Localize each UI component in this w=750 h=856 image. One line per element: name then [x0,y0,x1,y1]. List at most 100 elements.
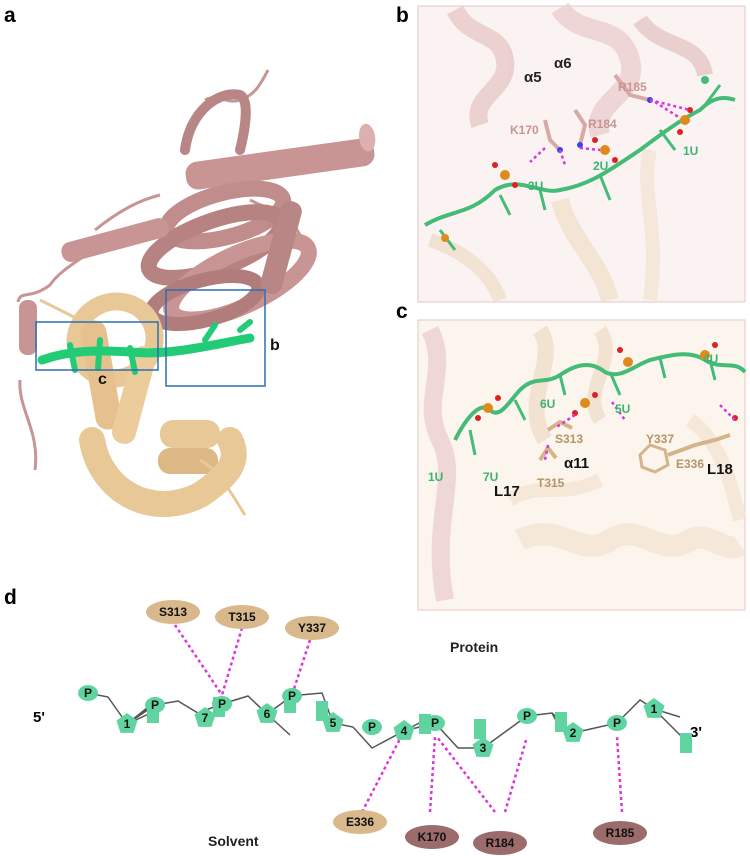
panel-c-helix-a11: α11 [564,455,589,472]
panel-c-nt-7u: 7U [483,470,498,484]
sugar-number: 6 [264,707,271,721]
panel-c-hbonds [543,401,736,461]
panel-a-box-b-label: b [270,337,280,354]
panel-d-backbone [87,692,681,749]
sugar-pentagon: 1 [643,698,665,718]
panel-c-residue-e336: E336 [676,457,704,471]
panel-c-nt-1u: 1U [428,470,443,484]
panel-a: a [4,4,376,517]
panel-b-hbonds [529,98,691,166]
residue-label: S313 [159,605,187,619]
panel-b-nt-2u: 2U [593,159,608,173]
phosphate-node: P [282,688,302,704]
panel-d-sugars: 1 7 6 5 4 3 2 1 [116,698,665,757]
residue-t315: T315 [215,605,269,629]
phosphate-node: P [145,697,165,713]
panel-b-ribbons [427,1,713,303]
residue-r185: R185 [593,821,647,845]
phosphate-node: P [607,715,627,731]
panel-c-nt-5u: 5U [615,402,630,416]
panel-c-nt-6u: 6U [540,397,555,411]
phosphate-label: P [523,709,531,723]
panel-d-phosphates: P P P P P P P P [78,685,627,735]
sugar-number: 7 [202,711,209,725]
sugar-pentagon: 7 [194,707,216,727]
panel-b-helix-a6: α6 [554,55,572,72]
residue-label: E336 [346,815,374,829]
residue-label: T315 [228,610,256,624]
panel-c-loop-l17: L17 [494,483,520,500]
panel-c-residue-s313: S313 [555,432,583,446]
panel-d-protein-label: Protein [450,639,498,655]
panel-b-rna-sticks [423,76,736,251]
residue-label: K170 [418,830,447,844]
panel-c-frame [417,319,746,611]
panel-d-hbonds [173,624,624,813]
panel-d: d 5' 3' Protein Solvent [4,586,702,855]
base-block [474,719,486,739]
sugar-pentagon: 3 [472,737,494,757]
sugar-pentagon: 5 [322,712,344,732]
sugar-pentagon: 4 [393,720,415,740]
panel-c-nt-4u: 4U [703,352,718,366]
residue-r184: R184 [473,831,527,855]
base-block [555,712,567,732]
residue-label: R185 [606,826,635,840]
residue-y337: Y337 [285,616,339,640]
panel-c: c [396,300,747,611]
panel-c-residue-t315: T315 [537,476,565,490]
sugar-number: 2 [570,726,577,740]
phosphate-label: P [613,716,621,730]
sugar-number: 5 [330,716,337,730]
sugar-pentagon: 2 [562,722,584,742]
sugar-number: 4 [401,724,408,738]
phosphate-node: P [517,708,537,724]
panel-b-residue-r185: R185 [618,80,647,94]
panel-b-helix-a5: α5 [524,69,542,86]
panel-c-label: c [396,300,408,323]
panel-b-residue-r184: R184 [588,117,617,131]
panel-a-box-c-label: c [98,371,107,388]
phosphate-label: P [288,689,296,703]
phosphate-node: P [78,685,98,701]
phosphate-label: P [431,716,439,730]
phosphate-label: P [151,698,159,712]
panel-b-residue-k170: K170 [510,123,539,137]
residue-e336: E336 [333,810,387,834]
protein-structure-pink [16,69,376,471]
sugar-pentagon: 6 [256,703,278,723]
residue-s313: S313 [146,600,200,624]
sugar-pentagon: 1 [116,713,138,733]
panel-d-three-prime: 3' [690,724,702,741]
panel-c-loop-l18: L18 [707,461,733,478]
panel-b-nt-1u: 1U [683,144,698,158]
sugar-number: 3 [480,741,487,755]
panel-a-box-c [35,321,159,371]
phosphate-node: P [212,696,232,712]
residue-label: R184 [486,836,515,850]
panel-d-five-prime: 5' [33,709,45,726]
phosphate-label: P [84,686,92,700]
panel-b: b [396,1,746,303]
residue-label: Y337 [298,621,326,635]
phosphate-node: P [362,719,382,735]
base-block [680,733,692,753]
phosphate-node: P [425,715,445,731]
residue-k170: K170 [405,825,459,849]
phosphate-label: P [218,697,226,711]
panel-c-rna-sticks [453,342,747,456]
phosphate-label: P [368,720,376,734]
panel-c-residue-y337: Y337 [646,432,674,446]
base-block [316,701,328,721]
sugar-number: 1 [651,702,658,716]
panel-a-label: a [4,4,16,27]
panel-d-label: d [4,586,17,609]
panel-b-nt-3u: 3U [528,179,543,193]
panel-b-label: b [396,4,409,27]
panel-d-solvent-label: Solvent [208,833,259,849]
panel-c-ribbons [421,325,747,602]
sugar-number: 1 [124,717,131,731]
panel-a-box-b [165,289,266,387]
rna-strand [37,319,255,375]
